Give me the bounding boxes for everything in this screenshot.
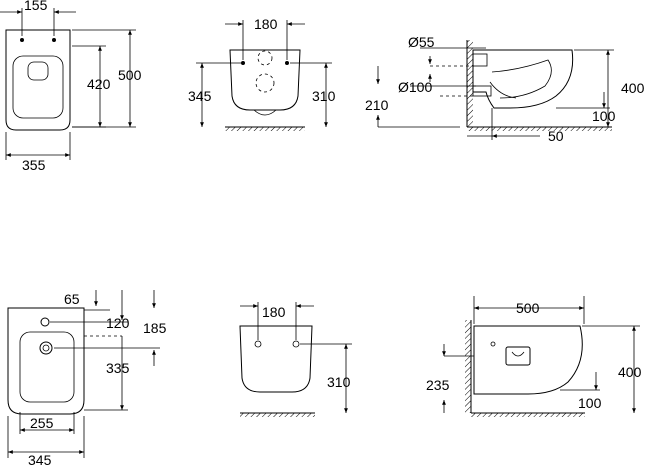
wc-side-bowl	[472, 49, 574, 109]
wc-top-flush-opening	[27, 61, 49, 81]
bidet-top-view: 65 120 185 335 255 345	[7, 290, 167, 467]
wc-top-fixing-left	[20, 38, 24, 42]
bidet-top-dim-120: 120	[106, 315, 130, 331]
wc-rear-dim-180: 180	[254, 16, 278, 32]
bidet-top-dim-335: 335	[106, 360, 130, 376]
wc-top-fixing-right	[52, 38, 56, 42]
bidet-side-view: 500 400 235 100	[426, 296, 642, 417]
wc-rear-dim-345: 345	[188, 88, 212, 104]
wc-side-dim-d55: Ø55	[408, 34, 435, 50]
bidet-side-body	[473, 325, 583, 395]
wc-top-view: 155 420 500 355	[0, 0, 142, 173]
wc-side-dim-400: 400	[621, 80, 645, 96]
bidet-rear-fixing-left	[254, 340, 262, 348]
wc-rear-dim-310: 310	[312, 88, 336, 104]
wc-side-dim-210: 210	[365, 97, 389, 113]
bidet-top-dim-65: 65	[64, 291, 80, 307]
wc-top-seat	[12, 55, 64, 119]
bidet-top-dim-185: 185	[143, 320, 167, 336]
bidet-top-dim-255: 255	[30, 415, 54, 431]
wc-top-dim-500: 500	[118, 67, 142, 83]
wc-side-dim-100: 100	[592, 108, 616, 124]
bidet-top-drain	[39, 341, 53, 355]
bidet-side-dim-500: 500	[516, 300, 540, 316]
wc-rear-outline	[229, 49, 301, 111]
wc-rear-water-inlet	[257, 50, 273, 66]
wc-top-dim-420: 420	[87, 76, 111, 92]
bidet-side-dim-235: 235	[426, 377, 450, 393]
wc-rear-outlet	[255, 73, 275, 93]
bidet-rear-view: 180 310	[239, 302, 352, 417]
bidet-top-outline	[7, 307, 85, 415]
bidet-top-basin	[19, 331, 75, 403]
bidet-side-connection	[505, 346, 531, 366]
bidet-rear-dim-180: 180	[262, 304, 286, 320]
bidet-rear-outline	[239, 325, 313, 393]
wc-top-outline	[5, 29, 71, 131]
bidet-side-dim-400: 400	[618, 364, 642, 380]
bidet-top-tap-hole	[40, 317, 50, 327]
wc-top-dim-355: 355	[22, 157, 46, 173]
wc-side-dim-50: 50	[548, 128, 564, 144]
bidet-rear-fixing-right	[292, 340, 300, 348]
wc-rear-view: 180 345 310	[188, 16, 336, 131]
wc-side-view: Ø55 Ø100 210 400 100 50	[365, 34, 645, 144]
bidet-top-dim-345: 345	[28, 452, 52, 467]
bidet-side-dim-100: 100	[578, 395, 602, 411]
wc-side-dim-d100: Ø100	[398, 79, 432, 95]
wc-top-dim-155: 155	[24, 0, 48, 13]
bidet-rear-dim-310: 310	[327, 374, 351, 390]
